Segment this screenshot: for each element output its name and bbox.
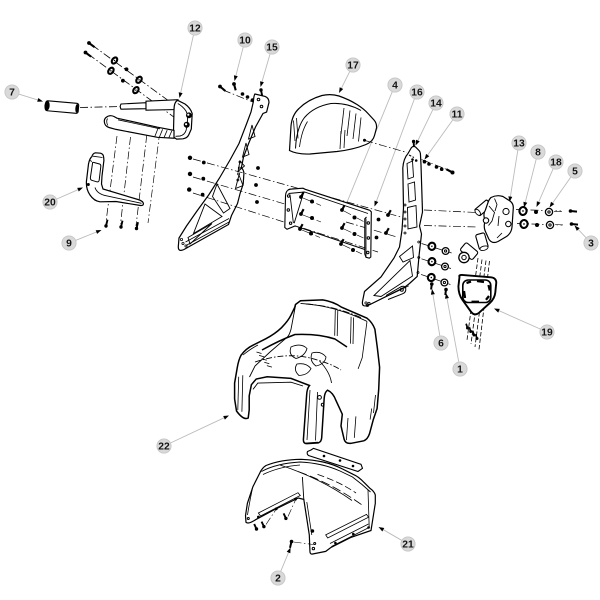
svg-text:20: 20 [44, 198, 56, 209]
svg-text:5: 5 [572, 167, 578, 178]
svg-text:17: 17 [347, 61, 359, 72]
svg-text:9: 9 [66, 239, 72, 250]
svg-text:12: 12 [189, 24, 201, 35]
svg-text:13: 13 [513, 139, 525, 150]
svg-text:18: 18 [550, 158, 562, 169]
svg-text:15: 15 [266, 43, 278, 54]
svg-text:3: 3 [588, 239, 594, 250]
svg-text:19: 19 [541, 328, 553, 339]
svg-text:10: 10 [239, 36, 251, 47]
svg-text:6: 6 [438, 339, 444, 350]
svg-text:16: 16 [411, 88, 423, 99]
svg-text:22: 22 [158, 442, 170, 453]
svg-text:8: 8 [535, 148, 541, 159]
svg-text:14: 14 [430, 99, 442, 110]
svg-text:1: 1 [457, 365, 463, 376]
svg-text:2: 2 [275, 574, 281, 585]
svg-text:7: 7 [9, 88, 15, 99]
svg-text:4: 4 [392, 81, 398, 92]
svg-text:11: 11 [452, 110, 463, 121]
svg-text:21: 21 [402, 540, 414, 551]
